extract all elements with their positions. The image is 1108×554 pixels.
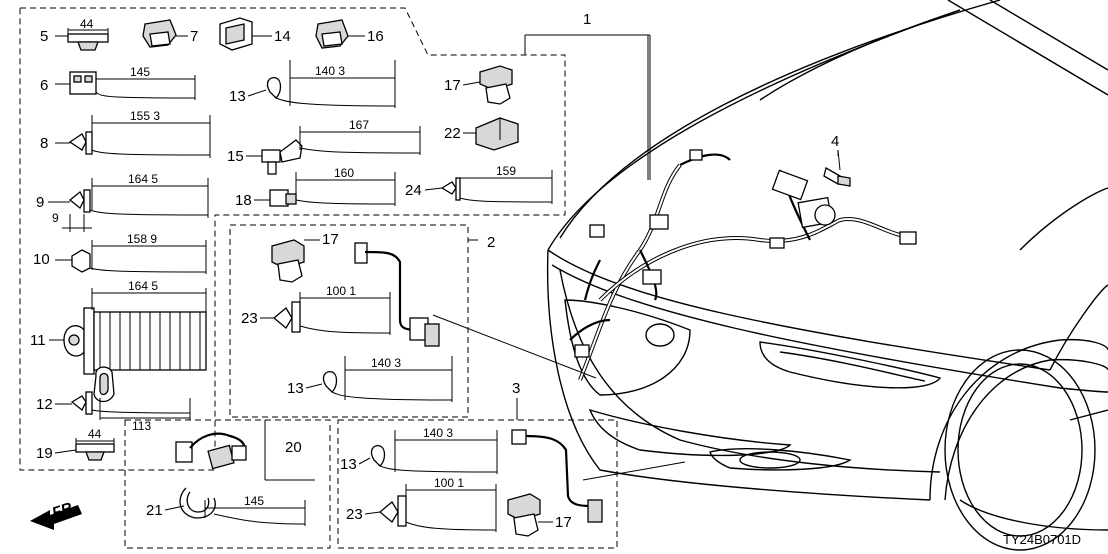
part-13-clip-a: [266, 60, 396, 108]
callout-17-c: 17: [555, 514, 572, 531]
dim-21: 145: [244, 494, 264, 508]
callout-3: 3: [512, 380, 520, 397]
callout-22: 22: [444, 125, 461, 142]
callout-4: 4: [831, 133, 839, 150]
callout-13-b: 13: [287, 380, 304, 397]
callout-16: 16: [367, 28, 384, 45]
part-9-clip: [62, 178, 209, 232]
dim-15: 167: [349, 118, 369, 132]
group-2-box: [229, 224, 469, 418]
callout-9: 9: [36, 194, 44, 211]
group-20-box: [124, 419, 331, 549]
callout-17-b: 17: [322, 231, 339, 248]
callout-23-a: 23: [241, 310, 258, 327]
callout-5: 5: [40, 28, 48, 45]
part-6-clip: [69, 71, 196, 100]
part-13-clip-b: [322, 356, 453, 402]
callout-20: 20: [285, 439, 302, 456]
dim-8: 155 3: [130, 109, 160, 123]
callout-12: 12: [36, 396, 53, 413]
part-10-clip: [71, 240, 207, 274]
sub-harness-3: [511, 429, 603, 523]
dim-11: 164 5: [128, 279, 158, 293]
part-23-clip-a: [272, 292, 391, 335]
callout-17-a: 17: [444, 77, 461, 94]
dim-13b: 140 3: [371, 356, 401, 370]
part-23-clip-b: [378, 484, 497, 532]
callout-2: 2: [487, 234, 495, 251]
part-4-bolt: [823, 149, 851, 187]
dim-24: 159: [496, 164, 516, 178]
part-21-clip: [179, 487, 306, 526]
sub-harness-20: [175, 432, 247, 470]
part-18-clip: [269, 172, 396, 207]
callout-23-b: 23: [346, 506, 363, 523]
car-outline: [546, 0, 1108, 551]
part-17-clip-a: [479, 65, 513, 105]
callout-15: 15: [227, 148, 244, 165]
callout-leaders: [48, 35, 839, 523]
part-11-clip: [63, 288, 207, 375]
dim-13a: 140 3: [315, 64, 345, 78]
part-24-clip: [440, 170, 553, 204]
dimension-labels: 44 145 140 3 155 3 167 164 5 160 159 158…: [80, 17, 516, 508]
group-3-box: [337, 419, 618, 549]
group-1-box: [19, 7, 566, 471]
direction-label: FR.: [50, 498, 78, 522]
dim-10: 158 9: [127, 232, 157, 246]
part-5-clip: [67, 28, 109, 51]
leader-3: [582, 461, 686, 481]
callout-9-gap: 9: [52, 211, 59, 225]
callout-19: 19: [36, 445, 53, 462]
dim-23a: 100 1: [326, 284, 356, 298]
part-22-cover: [475, 117, 519, 151]
callout-8: 8: [40, 135, 48, 152]
leader-2: [432, 314, 597, 379]
engine-harness: [569, 149, 917, 381]
dim-13c: 140 3: [423, 426, 453, 440]
dim-23b: 100 1: [434, 476, 464, 490]
callout-18: 18: [235, 192, 252, 209]
callout-1: 1: [583, 11, 591, 28]
sub-harness-2: [354, 242, 440, 347]
part-15-bracket: [261, 126, 421, 175]
callout-13-c: 13: [340, 456, 357, 473]
part-7-clip: [142, 19, 177, 48]
part-17-clip-b: [271, 239, 305, 283]
part-12-clip: [70, 366, 191, 420]
callout-6: 6: [40, 77, 48, 94]
dim-5: 44: [80, 17, 94, 31]
part-19-clip: [75, 438, 115, 461]
callout-10: 10: [33, 251, 50, 268]
dim-6: 145: [130, 65, 150, 79]
callout-13-a: 13: [229, 88, 246, 105]
callout-labels: 1 2 3 4 5 6 7 8 9 9 10 11 12 13 13 13 14…: [30, 11, 839, 531]
callout-11: 11: [30, 332, 46, 349]
diagram-code: TY24B0701D: [1003, 532, 1081, 547]
part-17-clip-c: [507, 493, 541, 537]
dim-9: 164 5: [128, 172, 158, 186]
part-13-clip-c: [370, 430, 498, 474]
dim-18: 160: [334, 166, 354, 180]
part-16-clip: [315, 19, 349, 49]
callout-24: 24: [405, 182, 422, 199]
dim-19: 44: [88, 427, 102, 441]
callout-21: 21: [146, 502, 163, 519]
callout-14: 14: [274, 28, 291, 45]
front-direction-arrow: [30, 505, 82, 530]
part-14-cover: [219, 17, 253, 51]
part-8-clip: [68, 115, 211, 158]
dim-12: 113: [132, 419, 151, 433]
callout-7: 7: [190, 28, 198, 45]
